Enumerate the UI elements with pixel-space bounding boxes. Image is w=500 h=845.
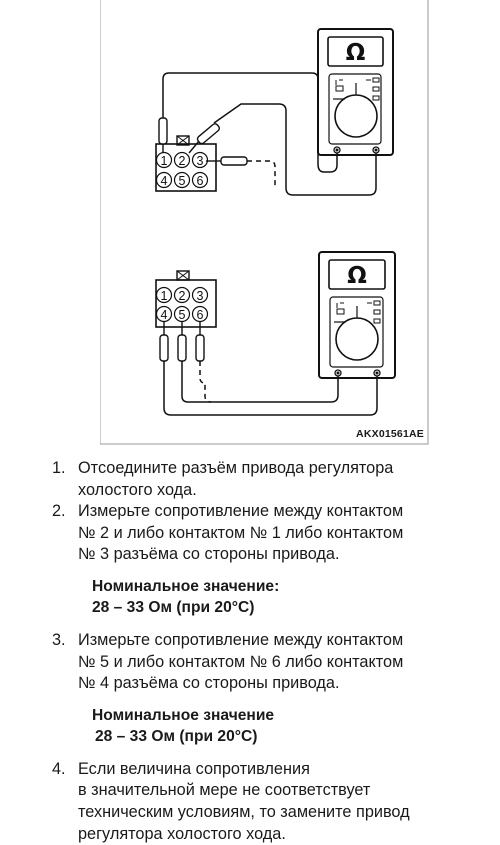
step-text-line: Если величина сопротивления (78, 759, 310, 778)
bottom-measurement-setup: Ω 1 2 3 4 5 6 (155, 251, 396, 416)
bottom-wires (163, 361, 378, 416)
step-number: 3. (52, 630, 66, 649)
step-text-line: № 5 и либо контактом № 6 либо контактом (78, 652, 404, 671)
bottom-pin-5: 5 (179, 308, 186, 322)
top-pin-3: 3 (197, 154, 204, 168)
top-pin-4: 4 (161, 174, 168, 188)
top-pin-2: 2 (179, 154, 186, 168)
step-text-line: № 3 разъёма со стороны привода. (78, 545, 340, 564)
figure-code: AKX01561AE (356, 428, 424, 440)
bottom-multimeter (318, 251, 396, 379)
step-text-line: № 4 разъёма со стороны привода. (78, 674, 340, 693)
step-3: 3. Измерьте сопротивление между контакто… (52, 630, 492, 695)
step-text-line: техническим условиям, то замените привод (78, 802, 410, 821)
step-2-nominal: Номинальное значение: 28 – 33 Ом (при 20… (52, 576, 492, 618)
step-text-line: в значительной мере не соответствует (78, 781, 371, 800)
bottom-pin-1: 1 (161, 289, 168, 303)
step-text-line: Отсоедините разъём привода регулятора (78, 459, 394, 477)
step-text-line: № 2 и либо контактом № 1 либо контактом (78, 523, 404, 542)
instruction-steps: 1. Отсоедините разъём привода регулятора… (52, 458, 492, 845)
bottom-pin-2: 2 (179, 289, 186, 303)
bottom-connector (155, 270, 217, 328)
top-pin-5: 5 (179, 174, 186, 188)
top-probes (158, 117, 248, 166)
step-text-line: регулятора холостого хода. (78, 824, 286, 843)
bottom-ohm-symbol: Ω (347, 263, 367, 289)
bottom-pin-3: 3 (197, 289, 204, 303)
nominal-label: Номинальное значение: (92, 577, 280, 595)
top-connector (155, 135, 217, 192)
step-number: 4. (52, 759, 66, 778)
step-text-line: холостого хода. (78, 480, 197, 499)
step-text-line: Измерьте сопротивление между контактом (78, 502, 404, 521)
top-measurement-setup: Ω 1 2 3 4 5 6 (155, 28, 394, 196)
bottom-probes (159, 322, 205, 362)
top-ohm-symbol: Ω (346, 40, 366, 66)
bottom-pin-6: 6 (197, 308, 204, 322)
nominal-value: 28 – 33 Ом (при 20°C) (92, 598, 255, 616)
step-4: 4. Если величина сопротивления в значите… (52, 759, 492, 845)
nominal-label: Номинальное значение (92, 706, 275, 724)
step-3-nominal: Номинальное значение 28 – 33 Ом (при 20°… (52, 705, 492, 747)
step-1: 1. Отсоедините разъём привода регулятора… (52, 458, 492, 501)
wiring-diagram: Ω 1 2 3 4 5 6 (100, 0, 429, 445)
top-pin-6: 6 (197, 174, 204, 188)
step-text-line: Измерьте сопротивление между контактом (78, 630, 404, 649)
top-wires (162, 72, 377, 196)
step-2: 2. Измерьте сопротивление между контакто… (52, 501, 492, 566)
step-number: 1. (52, 459, 66, 477)
top-pin-1: 1 (161, 154, 168, 168)
wiring-diagram-figure: Ω 1 2 3 4 5 6 (100, 0, 430, 446)
step-number: 2. (52, 502, 66, 521)
nominal-value: 28 – 33 Ом (при 20°C) (95, 727, 258, 745)
figure-frame (100, 0, 429, 445)
bottom-pin-4: 4 (161, 308, 168, 322)
